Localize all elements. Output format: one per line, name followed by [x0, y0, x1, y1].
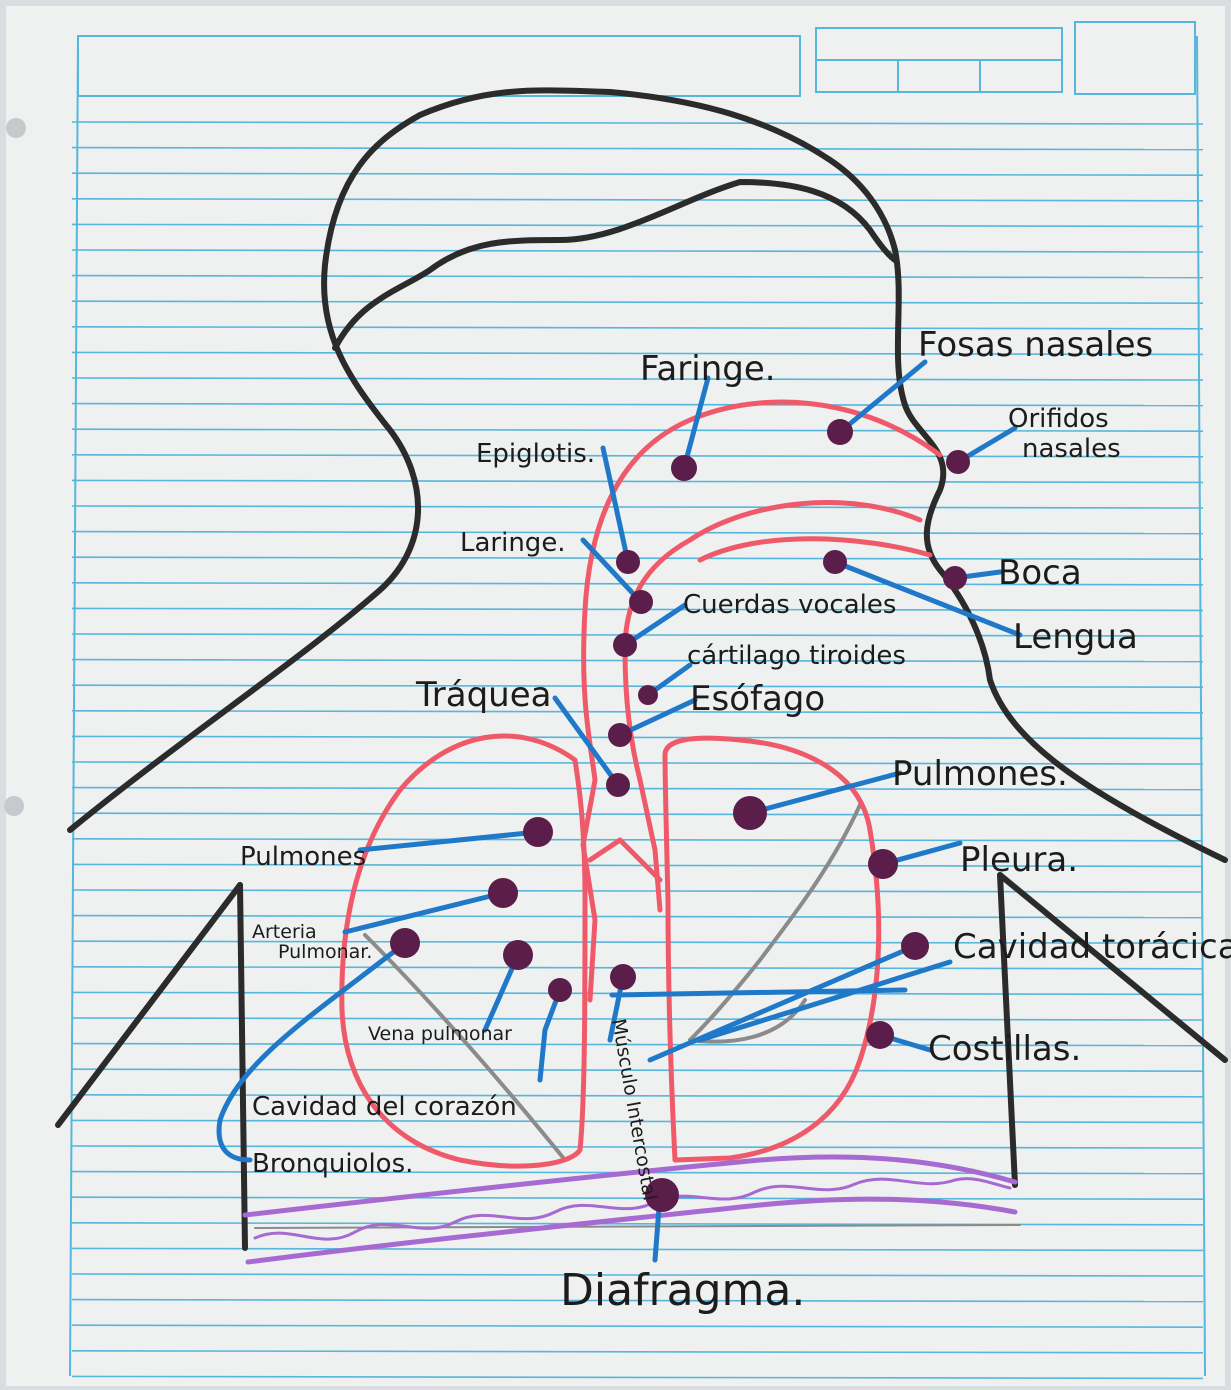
- label-epiglotis: Epiglotis.: [476, 439, 595, 469]
- label-vena-pulmonar: Vena pulmonar: [368, 1023, 512, 1045]
- label-faringe: Faringe.: [640, 349, 776, 389]
- label-boca: Boca: [998, 553, 1082, 593]
- label-fosas-nasales: Fosas nasales: [918, 325, 1153, 365]
- label-diafragma: Diafragma.: [560, 1265, 805, 1316]
- label-pulmones-left: Pulmones: [240, 842, 366, 872]
- paper-sheet: [6, 6, 1225, 1386]
- label-costillas: Costillas.: [928, 1029, 1081, 1069]
- label-arteria-pulmonar-1: Arteria: [252, 921, 317, 943]
- label-laringe: Laringe.: [460, 528, 566, 558]
- label-pulmones-right: Pulmones.: [892, 754, 1068, 794]
- label-cuerdas-vocales: Cuerdas vocales: [683, 590, 896, 620]
- label-traquea: Tráquea: [415, 675, 551, 715]
- label-cavidad-corazon: Cavidad del corazón: [252, 1092, 517, 1122]
- label-esofago: Esófago: [690, 679, 825, 719]
- label-arteria-pulmonar-2: Pulmonar.: [278, 941, 372, 963]
- label-cartilago-tiroides: cártilago tiroides: [687, 641, 906, 671]
- label-lengua: Lengua: [1013, 617, 1138, 657]
- label-orificios-nasales-1: Orifidos: [1008, 404, 1109, 434]
- label-orificios-nasales-2: nasales: [1022, 434, 1121, 464]
- label-cavidad-toracica: Cavidad torácica: [953, 927, 1231, 967]
- label-bronquiolos: Bronquiolos.: [252, 1149, 413, 1179]
- label-pleura: Pleura.: [960, 840, 1078, 880]
